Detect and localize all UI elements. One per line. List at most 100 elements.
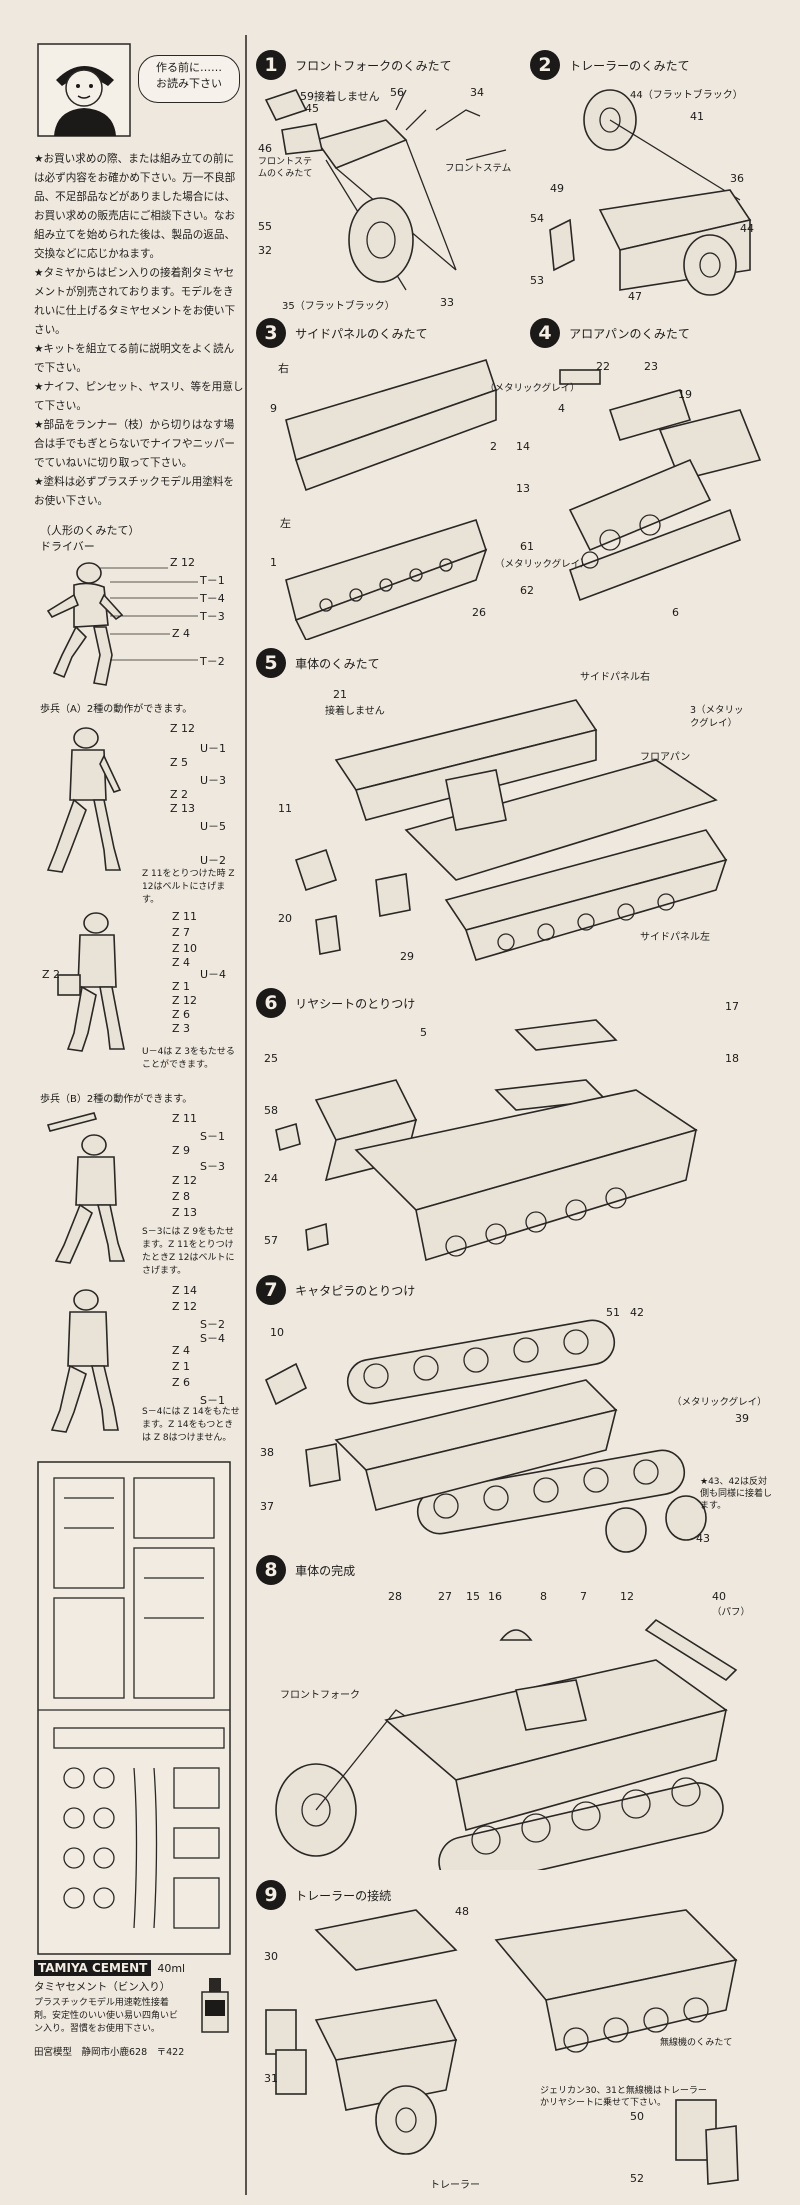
- tamiya-cement-ad: TAMIYA CEMENT 40ml タミヤセメント（ビン入り） プラスチックモ…: [34, 1960, 234, 2058]
- intro-notes: ★お買い求めの際、または組み立ての前には必ず内容をお確かめ下さい。万一不良部品、…: [34, 150, 244, 511]
- part-label: 16: [488, 1590, 502, 1603]
- part-label: T－3: [200, 610, 225, 623]
- infantry-b-figure-1: [46, 1112, 126, 1264]
- step-8-number: 8: [256, 1555, 286, 1585]
- step-9-diagram: [265, 1909, 739, 2185]
- step-1-diagram: [264, 89, 507, 291]
- part-label: 27: [438, 1590, 452, 1603]
- part-label: U－4: [200, 968, 227, 981]
- part-label: Z 13: [170, 802, 196, 815]
- part-label: S－1: [200, 1394, 225, 1407]
- driver-figure: [46, 562, 124, 686]
- driver-title: ドライバー: [40, 540, 95, 553]
- part-label: 8: [540, 1590, 547, 1603]
- step-1-header: 1 フロントフォークのくみたて: [256, 50, 452, 80]
- part-label: Z 4: [172, 956, 191, 969]
- part-label: 54: [530, 212, 544, 225]
- step-5-diagram: [294, 699, 728, 961]
- step-8-diagram: [275, 1618, 738, 1870]
- part-label: 44: [740, 222, 754, 235]
- step-5-title: 車体のくみたて: [295, 656, 380, 671]
- figures-heading: （人形のくみたて）: [40, 524, 140, 537]
- part-label: Z 1: [172, 980, 191, 993]
- part-label: 5: [420, 1026, 427, 1039]
- part-label: 35（フラットブラック）: [282, 301, 395, 312]
- step-3-header: 3 サイドパネルのくみたて: [256, 318, 428, 348]
- part-label: 24: [264, 1172, 278, 1185]
- part-label: （メタリックグレイ）: [495, 559, 590, 570]
- step-2-header: 2 トレーラーのくみたて: [530, 50, 690, 80]
- step-7-header: 7 キャタピラのとりつけ: [256, 1275, 415, 1305]
- part-label: 61: [520, 540, 534, 553]
- part-label: （パフ）: [712, 1607, 751, 1618]
- part-label: 19: [678, 388, 692, 401]
- intro-note-6: ★塗料は必ずプラスチックモデル用塗料をお使い下さい。: [34, 476, 234, 507]
- infantry-b-figure-2: [50, 1289, 119, 1433]
- part-label: 4: [558, 402, 565, 415]
- step-1-title: フロントフォークのくみたて: [295, 58, 452, 73]
- part-label: 36: [730, 172, 744, 185]
- step-2-diagram: [549, 89, 752, 296]
- part-label: 33: [440, 296, 454, 309]
- part-label: 59接着しません: [300, 90, 380, 103]
- part-label: U－2: [200, 854, 227, 867]
- infantry-b-title: 歩兵（B）2種の動作ができます。: [40, 1094, 193, 1105]
- part-label: 42: [630, 1306, 644, 1319]
- part-label: 43: [696, 1532, 710, 1545]
- cement-brand: TAMIYA CEMENT: [34, 1960, 152, 1976]
- part-label: S－4: [200, 1332, 225, 1345]
- part-label: Z 13: [172, 1206, 198, 1219]
- part-label: T－2: [200, 655, 225, 668]
- step-4-title: アロアパンのくみたて: [569, 326, 690, 341]
- part-label: （メタリックグレイ）: [672, 1397, 767, 1408]
- part-label: 29: [400, 950, 414, 963]
- step-6-header: 6 リヤシートのとりつけ: [256, 988, 415, 1018]
- step-6-number: 6: [256, 988, 286, 1018]
- part-label: サイドパネル左: [640, 932, 710, 943]
- step-2-title: トレーラーのくみたて: [569, 58, 690, 73]
- step-3-diagram: [285, 359, 498, 640]
- part-label: Z 4: [172, 627, 191, 640]
- part-label: Z 9: [172, 1144, 191, 1157]
- part-label: 38: [260, 1446, 274, 1459]
- part-label: 32: [258, 244, 272, 257]
- part-label: 13: [516, 482, 530, 495]
- speech-bubble: 作る前に…… お読み下さい: [138, 55, 240, 103]
- part-label: 46: [258, 142, 272, 155]
- part-label: フロントフォーク: [280, 1690, 360, 1701]
- part-label: 7: [580, 1590, 587, 1603]
- part-label: 23: [644, 360, 658, 373]
- part-label: 20: [278, 912, 292, 925]
- part-label: S－1: [200, 1130, 225, 1143]
- step-1-number: 1: [256, 50, 286, 80]
- cement-name: タミヤセメント（ビン入り）: [34, 1981, 171, 1993]
- infantry-a-figure-1: [46, 727, 122, 873]
- step-6-title: リヤシートのとりつけ: [295, 996, 416, 1011]
- part-label: 21: [333, 688, 347, 701]
- part-label: S－3: [200, 1160, 225, 1173]
- part-label: 22: [596, 360, 610, 373]
- driver-leaders: [100, 567, 198, 661]
- part-label: 53: [530, 274, 544, 287]
- part-label: Z 11: [172, 1112, 198, 1125]
- part-label: 37: [260, 1500, 274, 1513]
- part-label: T－1: [200, 574, 225, 587]
- part-label: Z 12: [172, 1300, 198, 1313]
- part-label: 57: [264, 1234, 278, 1247]
- infantry-a-note-2: U－4は Z 3をもたせることができます。: [142, 1047, 235, 1070]
- part-label: Z 14: [172, 1284, 198, 1297]
- part-label: 25: [264, 1052, 278, 1065]
- part-label: Z 1: [172, 1360, 191, 1373]
- part-label: 10: [270, 1326, 284, 1339]
- step-4-header: 4 アロアパンのくみたて: [530, 318, 690, 348]
- part-label: 58: [264, 1104, 278, 1117]
- step-8-header: 8 車体の完成: [256, 1555, 355, 1585]
- part-label: 11: [278, 802, 292, 815]
- part-label: Z 2: [42, 968, 61, 981]
- part-label: 56: [390, 86, 404, 99]
- part-label: 14: [516, 440, 530, 453]
- part-label: 40: [712, 1590, 726, 1603]
- intro-note-4: ★ナイフ、ピンセット、ヤスリ、等を用意して下さい。: [34, 381, 244, 412]
- step-5-number: 5: [256, 648, 286, 678]
- part-label: ジェリカン30、31と無線機はトレーラーかリヤシートに乗せて下さい。: [540, 2086, 707, 2108]
